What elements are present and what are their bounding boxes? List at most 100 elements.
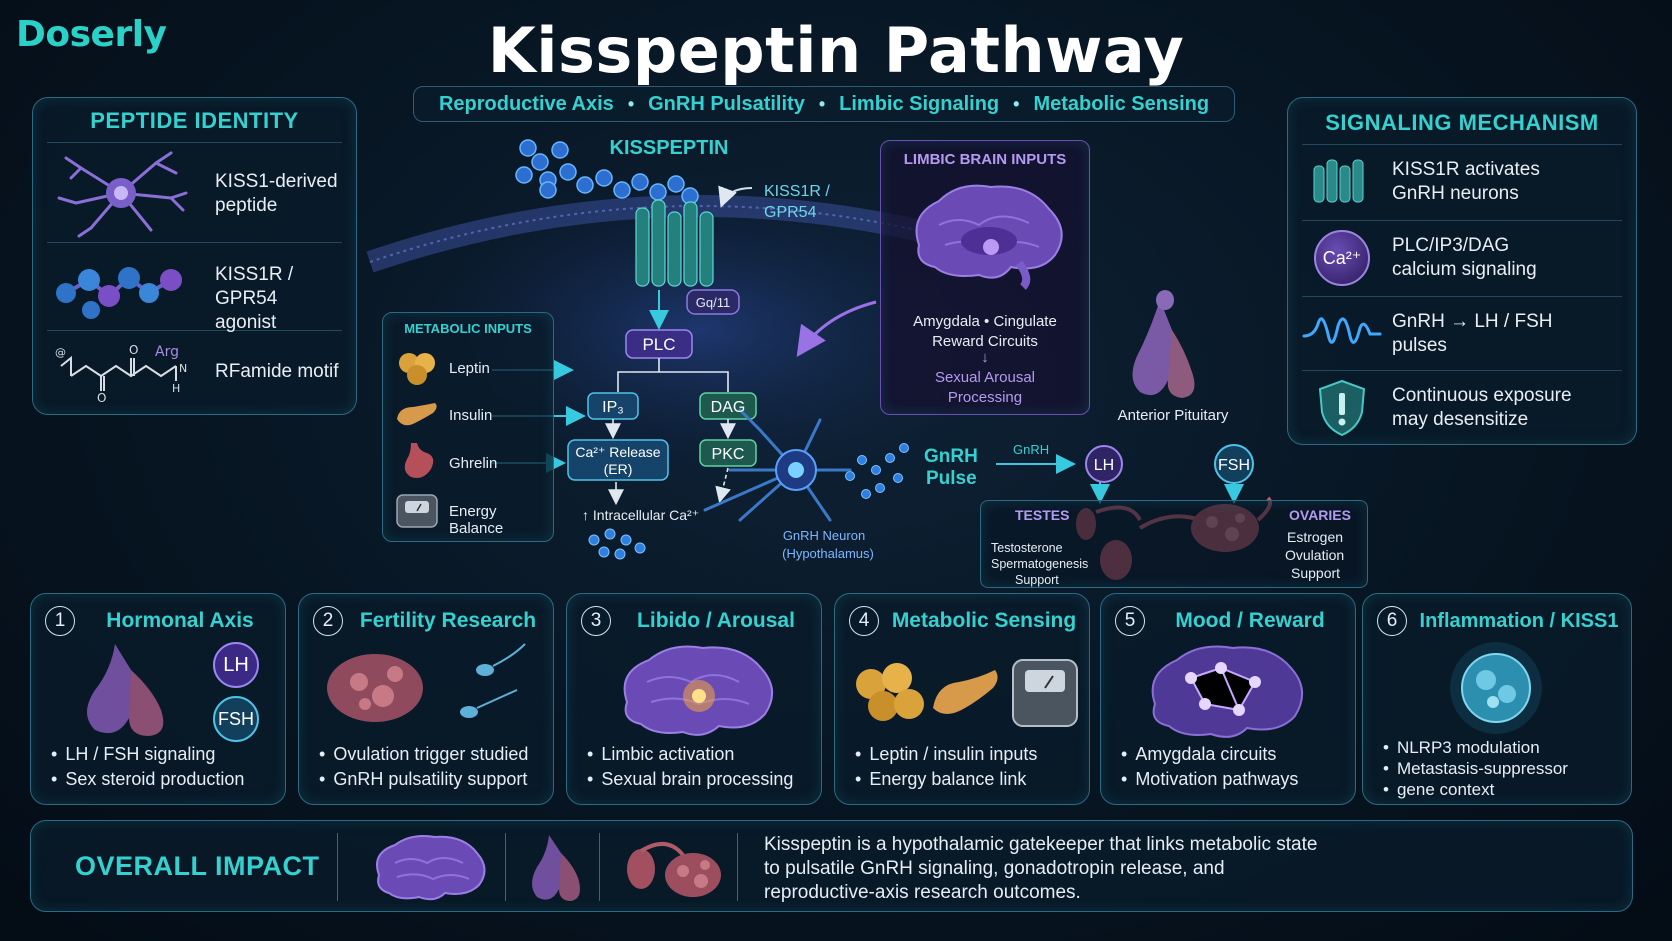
overall-title: OVERALL IMPACT — [75, 851, 320, 881]
intracellular-label: ↑ Intracellular Ca²⁺ — [582, 507, 699, 523]
gq-label: Gq/11 — [696, 295, 730, 310]
lh-label: LH — [1094, 457, 1114, 474]
tag: Limbic Signaling — [839, 92, 1000, 115]
ovaries-line: Estrogen — [1287, 529, 1344, 545]
identity-text: KISS1-derived peptide — [215, 171, 338, 216]
overall-text: Kisspeptin is a hypothalamic gatekeeper … — [764, 834, 1318, 903]
card-bullets: Limbic activation Sexual brain processin… — [587, 742, 793, 792]
neuron-icon — [57, 151, 188, 238]
mechanism-text: KISS1R activates GnRH neurons — [1392, 159, 1540, 204]
receptor-icon — [1313, 159, 1364, 203]
limbic-inputs-panel: LIMBIC BRAIN INPUTS Amygdala • Cingulate… — [880, 140, 1090, 415]
gq-box — [686, 289, 740, 315]
tag-separator: • — [1013, 93, 1020, 114]
card-inflammation-kiss1: 6 Inflammation / KISS1 NLRP3 modulation … — [1362, 593, 1632, 805]
brand-logo: Doserly — [16, 14, 167, 55]
peptide-identity-panel: PEPTIDE IDENTITY KISS1-derived peptide K… — [32, 97, 357, 415]
panel-title: LIMBIC BRAIN INPUTS — [903, 151, 1067, 168]
svg-text:H: H — [172, 382, 180, 395]
tag: GnRH Pulsatility — [648, 92, 805, 115]
metabolic-input-label: Ghrelin — [449, 455, 498, 472]
ip3-label: IP₃ — [602, 399, 624, 416]
pulse-wave-icon — [1302, 317, 1382, 344]
svg-text:O: O — [129, 343, 138, 357]
receptor-label: KISS1R / — [764, 183, 830, 200]
card-metabolic-sensing: 4 Metabolic Sensing Leptin / insulin inp… — [834, 593, 1090, 805]
cell-icon — [1450, 642, 1542, 734]
card-number: 4 — [849, 606, 879, 636]
identity-text: KISS1R / GPR54 agonist — [215, 264, 294, 333]
fsh-circle — [1214, 444, 1254, 484]
mechanism-text: Continuous exposure may desensitize — [1392, 385, 1572, 430]
card-number: 1 — [45, 606, 75, 636]
topic-tags: Reproductive Axis • GnRH Pulsatility • L… — [413, 86, 1235, 122]
svg-text:@: @ — [55, 346, 66, 359]
card-title: Libido / Arousal — [637, 609, 795, 632]
pkc-box — [699, 439, 757, 467]
svg-text:N: N — [179, 362, 187, 375]
ghrelin-stomach-icon — [404, 443, 434, 478]
mechanism-text: GnRH → LH / FSH pulses — [1392, 311, 1553, 356]
card-bullets: Ovulation trigger studied GnRH pulsatili… — [319, 742, 528, 792]
brain-icon — [376, 835, 486, 901]
dag-label: DAG — [711, 399, 746, 416]
limbic-text: Processing — [947, 389, 1023, 406]
metabolic-inputs-panel: METABOLIC INPUTS Leptin Insulin Ghrelin … — [382, 312, 554, 542]
tag: Metabolic Sensing — [1033, 92, 1210, 115]
ovary-sperm-icon — [327, 643, 526, 722]
svg-text:O: O — [97, 391, 106, 405]
leptin-icon — [399, 353, 435, 385]
card-hormonal-axis: 1 Hormonal Axis LH FSH LH / FSH signalin… — [30, 593, 286, 805]
card-number: 3 — [581, 606, 611, 636]
gnrh-pulse-label: Pulse — [926, 468, 977, 489]
testes-title: TESTES — [1015, 507, 1070, 523]
card-mood-reward: 5 Mood / Reward Amygdala circuits Motiva… — [1100, 593, 1356, 805]
card-number: 5 — [1115, 606, 1145, 636]
tag: Reproductive Axis — [438, 92, 614, 115]
card-fertility-research: 2 Fertility Research Ovulation trigger s… — [298, 593, 554, 805]
card-bullets: Leptin / insulin inputs Energy balance l… — [855, 742, 1037, 792]
lh-badge: LH — [213, 642, 259, 688]
kisspeptin-label: KISSPEPTIN — [610, 137, 729, 159]
pituitary-icon — [87, 644, 164, 736]
mechanism-text: PLC/IP3/DAG calcium signaling — [1392, 235, 1537, 280]
panel-title: PEPTIDE IDENTITY — [90, 108, 299, 133]
brain-network-icon — [1151, 645, 1303, 738]
tag-separator: • — [627, 93, 635, 114]
ca-release-label: (ER) — [604, 461, 633, 477]
card-libido-arousal: 3 Libido / Arousal Limbic activation Sex… — [566, 593, 822, 805]
ovaries-line: Ovulation — [1285, 547, 1345, 563]
plc-label: PLC — [642, 335, 675, 354]
card-title: Metabolic Sensing — [891, 609, 1077, 632]
metabolic-input-label: Leptin — [449, 360, 490, 377]
ovaries-line: Support — [1291, 565, 1341, 581]
card-title: Inflammation / KISS1 — [1419, 609, 1619, 632]
shield-icon — [1318, 379, 1366, 437]
card-title: Fertility Research — [359, 609, 537, 632]
calcium-icon: Ca²⁺ — [1314, 230, 1370, 286]
lh-circle — [1085, 445, 1123, 483]
bullet-continuation: gene context — [1383, 779, 1568, 800]
testes-line: Testosterone — [991, 541, 1063, 555]
fsh-label: FSH — [1218, 457, 1250, 474]
card-number: 6 — [1377, 606, 1407, 636]
gnrh-small-label: GnRH — [1013, 442, 1049, 457]
signaling-mechanism-panel: SIGNALING MECHANISM KISS1R activates GnR… — [1287, 97, 1637, 445]
fsh-badge: FSH — [213, 696, 259, 742]
ovaries-title: OVARIES — [1289, 507, 1351, 523]
card-number: 2 — [313, 606, 343, 636]
pkc-label: PKC — [712, 446, 745, 463]
ca-release-label: Ca²⁺ Release — [575, 444, 660, 460]
kisspeptin-chain-icon — [515, 139, 699, 205]
testes-line: Spermatogenesis — [991, 557, 1089, 571]
card-title: Hormonal Axis — [106, 609, 254, 632]
card-title: Mood / Reward — [1175, 609, 1325, 632]
panel-title: SIGNALING MECHANISM — [1325, 110, 1599, 135]
testes-line: Support — [1015, 573, 1059, 587]
molecule-icon — [56, 267, 182, 319]
metabolic-input-label: Energy Balance — [449, 503, 504, 537]
scale-icon — [396, 494, 438, 528]
gnrh-pulse-label: GnRH — [924, 446, 978, 467]
overall-impact-panel: OVERALL IMPACT Kisspeptin is a hypothala… — [30, 820, 1633, 912]
